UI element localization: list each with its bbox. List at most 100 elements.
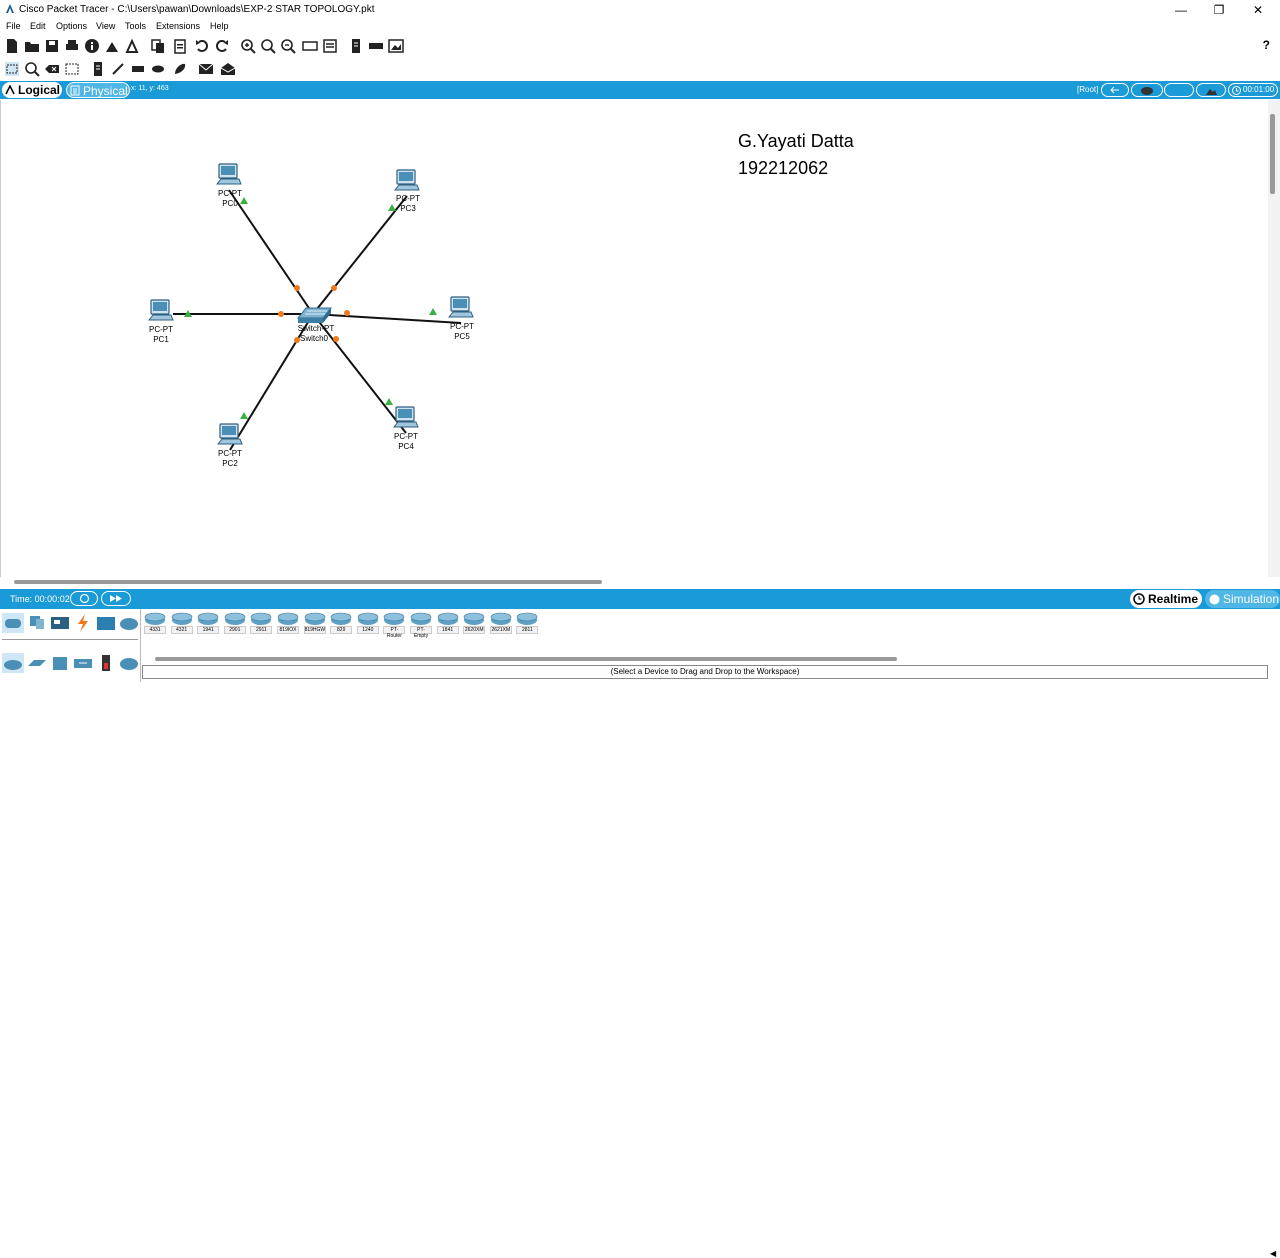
device-model-2[interactable]: 1941 — [196, 611, 220, 635]
routers-subcategory-icon[interactable] — [2, 653, 24, 673]
custom-device-icon[interactable] — [322, 38, 338, 54]
security-subcategory-icon[interactable] — [95, 653, 117, 673]
realtime-mode-tab[interactable]: Realtime — [1130, 590, 1202, 608]
device-model-7[interactable]: 829 — [329, 611, 353, 635]
device-model-10[interactable]: PT-Empty — [409, 611, 433, 639]
device-model-14[interactable]: 2811 — [515, 611, 539, 635]
vertical-scroll-thumb[interactable] — [1270, 114, 1275, 194]
device-model-3[interactable]: 2901 — [223, 611, 247, 635]
pc-device[interactable] — [216, 423, 243, 445]
pc-device[interactable] — [147, 299, 174, 321]
copy-icon[interactable] — [150, 38, 166, 54]
select-icon[interactable] — [4, 61, 20, 77]
connections-category-icon[interactable] — [72, 613, 94, 633]
multiuser-category-icon[interactable] — [118, 613, 140, 633]
switches-subcategory-icon[interactable] — [26, 653, 48, 673]
ethernet-link[interactable] — [228, 189, 314, 315]
device-model-11[interactable]: 1841 — [436, 611, 460, 635]
menu-extensions[interactable]: Extensions — [156, 21, 201, 31]
root-breadcrumb[interactable]: [Root] — [1077, 85, 1099, 94]
pc-device[interactable] — [393, 169, 420, 191]
inspect-icon[interactable] — [24, 61, 40, 77]
horizontal-scroll-thumb[interactable] — [14, 580, 602, 584]
menu-edit[interactable]: Edit — [30, 21, 46, 31]
print-icon[interactable] — [64, 38, 80, 54]
models-scroll-thumb[interactable] — [155, 657, 897, 661]
miscellaneous-category-icon[interactable] — [95, 613, 117, 633]
components-category-icon[interactable] — [49, 613, 71, 633]
device-model-12[interactable]: 2620XM — [462, 611, 486, 635]
info-icon[interactable] — [84, 38, 100, 54]
vertical-scrollbar[interactable] — [1268, 100, 1280, 577]
paste-icon[interactable] — [172, 38, 188, 54]
open-folder-icon[interactable] — [24, 38, 40, 54]
new-cluster-button[interactable] — [1131, 83, 1163, 97]
device-model-6[interactable]: 819HGW — [303, 611, 327, 635]
undo-icon[interactable] — [194, 38, 210, 54]
minimize-button[interactable]: — — [1175, 3, 1187, 17]
save-icon[interactable] — [44, 38, 60, 54]
add-complex-pdu-icon[interactable] — [220, 61, 236, 77]
network-wizard-icon[interactable] — [104, 38, 120, 54]
pc-device[interactable] — [447, 296, 474, 318]
power-cycle-button[interactable] — [70, 591, 98, 606]
pc-device[interactable] — [392, 406, 419, 428]
ethernet-link[interactable] — [229, 313, 314, 451]
redo-icon[interactable] — [214, 38, 230, 54]
fast-forward-button[interactable] — [101, 591, 131, 606]
draw-line-icon[interactable] — [110, 61, 126, 77]
device-model-5[interactable]: 819IOX — [276, 611, 300, 635]
tab-logical[interactable]: Logical — [2, 82, 62, 98]
topology-canvas[interactable]: Switch-PTSwitch0PC-PTPC0PC-PTPC1PC-PTPC2… — [1, 100, 1269, 577]
device-model-9[interactable]: PT-Router — [382, 611, 406, 639]
viewport-clock[interactable] — [1228, 83, 1278, 97]
ethernet-link[interactable] — [312, 313, 462, 324]
freeform-icon[interactable] — [172, 61, 188, 77]
activity-wizard-icon[interactable] — [124, 38, 140, 54]
cable-icon[interactable] — [368, 38, 384, 54]
drawing-palette-icon[interactable] — [302, 38, 318, 54]
back-button[interactable] — [1101, 83, 1129, 97]
draw-ellipse-icon[interactable] — [150, 61, 166, 77]
zoom-reset-icon[interactable] — [260, 38, 276, 54]
switch-device[interactable] — [296, 307, 333, 323]
resize-shape-icon[interactable] — [64, 61, 80, 77]
zoom-in-icon[interactable] — [240, 38, 256, 54]
menu-help[interactable]: Help — [210, 21, 229, 31]
horizontal-scrollbar[interactable] — [0, 577, 1280, 589]
move-object-button[interactable] — [1164, 83, 1194, 97]
tab-physical[interactable]: Physical — [66, 82, 130, 98]
device-model-4[interactable]: 2911 — [249, 611, 273, 635]
network-devices-category-icon[interactable] — [2, 613, 24, 633]
student-name-note[interactable]: G.Yayati Datta — [738, 131, 854, 151]
delete-icon[interactable] — [44, 61, 60, 77]
wan-emulation-subcategory-icon[interactable] — [118, 653, 140, 673]
menu-tools[interactable]: Tools — [125, 21, 147, 31]
device-model-8[interactable]: 1240 — [356, 611, 380, 635]
restore-button[interactable]: ❐ — [1213, 3, 1225, 17]
menu-view[interactable]: View — [96, 21, 116, 31]
set-background-button[interactable] — [1196, 83, 1226, 97]
simulation-mode-tab[interactable]: Simulation — [1205, 590, 1280, 608]
pc-device[interactable] — [215, 163, 242, 185]
device-model-13[interactable]: 2621XM — [489, 611, 513, 635]
draw-rectangle-icon[interactable] — [130, 61, 146, 77]
close-button[interactable]: ✕ — [1252, 3, 1264, 17]
help-button[interactable]: ? — [1262, 38, 1270, 52]
ethernet-link[interactable] — [312, 313, 407, 434]
student-id-note[interactable]: 192212062 — [738, 158, 829, 178]
new-file-icon[interactable] — [4, 38, 20, 54]
ethernet-link[interactable] — [312, 195, 408, 315]
menu-options[interactable]: Options — [56, 21, 88, 31]
device-model-1[interactable]: 4321 — [170, 611, 194, 635]
wireless-subcategory-icon[interactable] — [72, 653, 94, 673]
place-note-icon[interactable] — [90, 61, 106, 77]
palette-collapse-arrow-icon[interactable]: ◀ — [1270, 1249, 1277, 1258]
pdu-list-icon[interactable] — [348, 38, 364, 54]
end-devices-category-icon[interactable] — [26, 613, 48, 633]
hubs-subcategory-icon[interactable] — [49, 653, 71, 673]
image-icon[interactable] — [388, 38, 404, 54]
device-model-0[interactable]: 4331 — [143, 611, 167, 635]
zoom-out-icon[interactable] — [280, 38, 296, 54]
